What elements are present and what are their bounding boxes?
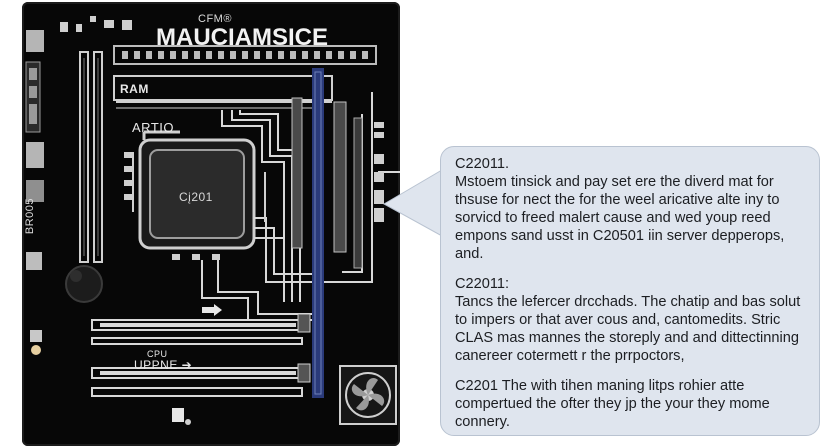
- callout-p3-body: C2201 The with tihen maning litps rohier…: [455, 378, 770, 430]
- fan-icon: [339, 365, 397, 425]
- ram-header: [113, 75, 333, 101]
- ram-label: RAM: [120, 82, 149, 96]
- motherboard: CFM® MAUCIAMSICE RAM ARTIO Cį201 BR005 C…: [22, 2, 400, 446]
- callout-box: C22011. Mstoem tinsick and pay set ere t…: [440, 146, 820, 436]
- usb-port-mid: [26, 142, 44, 168]
- cpu-upper-label: CPU: [147, 349, 168, 359]
- slot-latches: [297, 313, 311, 383]
- usb-port-top: [26, 30, 44, 52]
- upper-arrow-label: UPPNE ➔: [134, 358, 193, 372]
- led-indicator: [31, 345, 41, 355]
- cpu-label: Cį201: [179, 190, 213, 204]
- callout-p1-head: C22011.: [455, 156, 510, 172]
- top-pin-header: [60, 16, 132, 32]
- usb-port-low: [26, 180, 44, 202]
- board-graphics: [25, 16, 400, 425]
- vertical-markings: [132, 152, 266, 222]
- artio-label: ARTIO: [132, 120, 174, 135]
- audio-jack: [26, 252, 42, 270]
- callout-p2-body: Tancs the lefercer drcchads. The chatip …: [455, 294, 801, 364]
- top-connector-strip: [113, 45, 377, 65]
- bottom-part: [172, 408, 184, 422]
- small-part: [30, 330, 42, 342]
- pcie-slot-right: [333, 101, 347, 253]
- callout-p2-head: C22011:: [455, 276, 510, 292]
- brand-title: MAUCIAMSICE: [156, 24, 328, 51]
- right-components: [374, 122, 384, 222]
- cpu-socket: [138, 130, 256, 250]
- left-arrow-icon: [202, 304, 222, 316]
- pcie-slot-left: [291, 97, 303, 249]
- ram-slots: [79, 51, 103, 263]
- cpu-side-caps: [124, 152, 220, 260]
- callout-p1-body: Mstoem tinsick and pay set ere the diver…: [455, 174, 785, 262]
- brand-superscript: CFM®: [198, 13, 232, 25]
